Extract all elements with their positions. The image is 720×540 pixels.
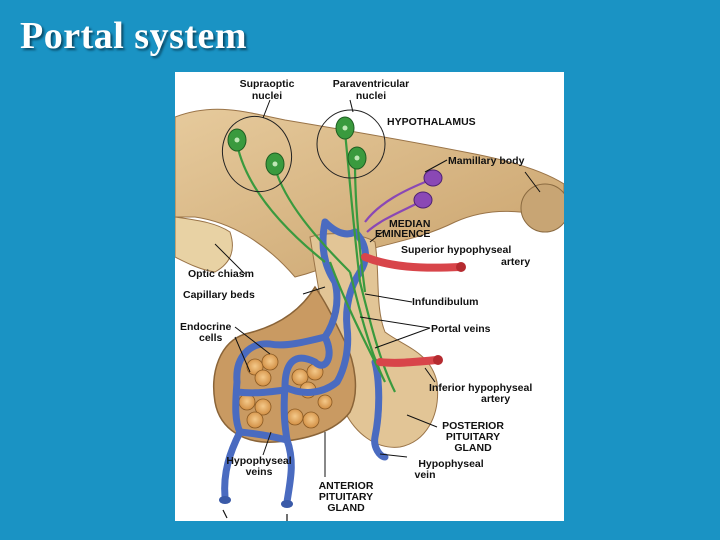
label-inferior-artery-2: artery — [481, 393, 510, 405]
pituitary-portal-system-figure: Supraoptic nuclei Paraventricular nuclei… — [175, 72, 564, 521]
label-endocrine-2: cells — [199, 332, 223, 344]
optic-chiasm-shape — [175, 216, 233, 273]
label-median-2: EMINENCE — [375, 228, 430, 240]
label-posterior-3: GLAND — [454, 442, 492, 454]
superior-hypophyseal-artery — [361, 253, 466, 272]
inferior-hypophyseal-artery — [376, 355, 443, 367]
label-superior-artery-1: Superior hypophyseal — [401, 244, 511, 256]
label-infundibulum: Infundibulum — [412, 296, 478, 308]
label-capillary-beds: Capillary beds — [183, 289, 255, 301]
label-hyp-veins-left-2: veins — [246, 466, 273, 478]
label-posterior-2: PITUITARY — [446, 431, 500, 443]
label-posterior-1: POSTERIOR — [442, 420, 504, 432]
label-portal-veins: Portal veins — [431, 323, 491, 335]
label-optic-chiasm: Optic chiasm — [188, 268, 254, 280]
label-hyp-vein-right-2: vein — [414, 469, 435, 481]
label-anterior-3: GLAND — [327, 502, 365, 514]
label-mamillary-body: Mamillary body — [448, 155, 525, 167]
label-superior-artery-2: artery — [501, 256, 530, 268]
label-supraoptic-1: Supraoptic — [240, 78, 295, 90]
vessel-ends — [219, 496, 293, 521]
leader-lines — [214, 99, 541, 477]
mamillary-body-shape — [520, 183, 564, 233]
diagram-labels: Supraoptic nuclei Paraventricular nuclei… — [180, 78, 532, 514]
label-hyp-veins-left-1: Hypophyseal — [226, 455, 291, 467]
label-paraventricular-1: Paraventricular — [333, 78, 409, 90]
label-hypothalamus: HYPOTHALAMUS — [387, 116, 476, 128]
label-median-1: MEDIAN — [389, 218, 430, 230]
slide-title: Portal system — [20, 15, 248, 57]
label-hyp-vein-right-1: Hypophyseal — [418, 458, 483, 470]
nuclei-outlines — [222, 109, 386, 193]
label-inferior-artery-1: Inferior hypophyseal — [429, 382, 532, 394]
label-paraventricular-2: nuclei — [356, 90, 386, 102]
endocrine-cell-clusters — [238, 353, 333, 429]
paraventricular-neurons — [335, 116, 367, 170]
label-anterior-2: PITUITARY — [319, 491, 373, 503]
label-anterior-1: ANTERIOR — [319, 480, 374, 492]
label-endocrine-1: Endocrine — [180, 321, 232, 333]
hypothalamus-tissue — [175, 108, 564, 278]
pituitary-diagram-svg: Supraoptic nuclei Paraventricular nuclei… — [175, 78, 564, 521]
label-supraoptic-2: nuclei — [252, 90, 282, 102]
supraoptic-neurons — [227, 128, 396, 393]
hypothalamic-releasing-neurons — [364, 169, 443, 233]
